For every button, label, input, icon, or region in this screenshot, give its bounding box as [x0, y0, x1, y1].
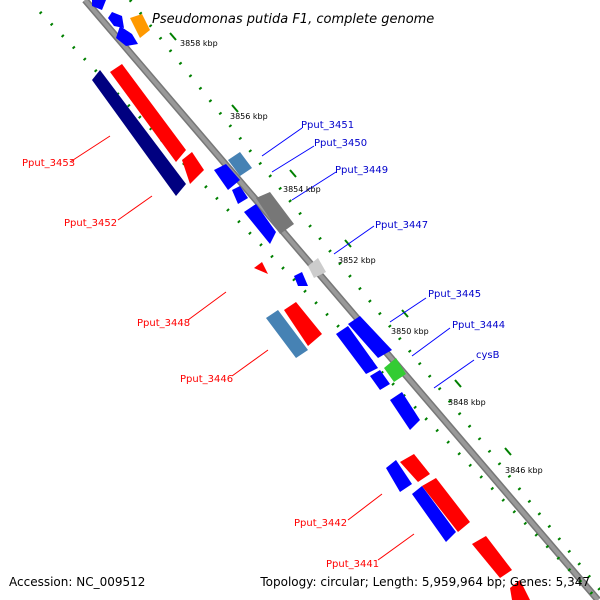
- gene-label-pput-3450[interactable]: Pput_3450: [314, 138, 367, 149]
- gene-arrow-pput-3451[interactable]: [228, 152, 252, 176]
- gene-arrow[interactable]: [422, 478, 470, 532]
- gene-arrow-pput-3453[interactable]: [92, 70, 186, 196]
- gene-arrow-pput-3446[interactable]: [266, 310, 308, 358]
- scale-label-3850: 3850 kbp: [391, 327, 429, 336]
- accession-text: Accession: NC_009512: [9, 575, 145, 589]
- label-connector: [69, 135, 111, 163]
- gene-arrow-pput-3445[interactable]: [348, 316, 392, 358]
- gene-label-pput-3452[interactable]: Pput_3452: [64, 218, 117, 229]
- gene-label-pput-3447[interactable]: Pput_3447: [375, 220, 428, 231]
- label-connector: [433, 359, 475, 389]
- gene-label-pput-3445[interactable]: Pput_3445: [428, 289, 481, 300]
- gene-arrow[interactable]: [390, 392, 420, 430]
- gene-label-pput-3441[interactable]: Pput_3441: [326, 559, 379, 570]
- scale-tick: [169, 32, 177, 41]
- gene-arrow[interactable]: [182, 152, 204, 184]
- scale-label-3856: 3856 kbp: [230, 112, 268, 121]
- gene-arrow[interactable]: [284, 302, 322, 346]
- label-connector: [333, 225, 375, 255]
- gene-arrow[interactable]: [244, 204, 276, 244]
- scale-label-3846: 3846 kbp: [505, 466, 543, 475]
- label-connector: [231, 349, 269, 377]
- scale-label-3858: 3858 kbp: [180, 39, 218, 48]
- scale-tick: [289, 169, 297, 178]
- scale-tick: [401, 309, 409, 318]
- scale-tick: [231, 104, 239, 113]
- gene-arrow-pput-3441[interactable]: [412, 486, 456, 542]
- gene-arrow[interactable]: [294, 272, 308, 286]
- scale-label-3852: 3852 kbp: [338, 256, 376, 265]
- gene-label-pput-3451[interactable]: Pput_3451: [301, 120, 354, 131]
- label-connector: [411, 327, 451, 357]
- label-connector: [271, 145, 315, 173]
- scale-tick: [344, 239, 352, 248]
- genome-title: Pseudomonas putida F1, complete genome: [152, 12, 434, 27]
- inner-tick-ring: [38, 10, 600, 600]
- gene-arrow[interactable]: [130, 14, 150, 38]
- label-connector: [377, 533, 415, 561]
- gene-arrow-pput-3444[interactable]: [336, 326, 378, 374]
- gene-arrow[interactable]: [116, 26, 138, 46]
- gene-arrow[interactable]: [232, 186, 248, 204]
- gene-arrow-pput-3452-red[interactable]: [110, 64, 186, 162]
- gene-label-pput-3446[interactable]: Pput_3446: [180, 374, 233, 385]
- outer-tick-ring: [128, 0, 600, 591]
- scale-tick: [504, 447, 512, 456]
- gene-label-pput-3442[interactable]: Pput_3442: [294, 518, 347, 529]
- gene-label-pput-3449[interactable]: Pput_3449: [335, 165, 388, 176]
- gene-label-pput-3448[interactable]: Pput_3448: [137, 318, 190, 329]
- label-connector: [261, 127, 303, 157]
- gene-arrow[interactable]: [92, 0, 106, 10]
- gene-arrow[interactable]: [400, 454, 430, 482]
- gene-label-cysb[interactable]: cysB: [476, 350, 500, 361]
- scale-label-3848: 3848 kbp: [448, 398, 486, 407]
- gene-arrow[interactable]: [472, 536, 512, 578]
- scale-label-3854: 3854 kbp: [283, 185, 321, 194]
- gene-label-pput-3453[interactable]: Pput_3453: [22, 158, 75, 169]
- genome-backbone-inner: [83, 0, 600, 600]
- gene-arrow-pput-3449[interactable]: [256, 192, 294, 234]
- gene-arrow[interactable]: [370, 370, 390, 390]
- gene-arrow-pput-3447[interactable]: [308, 258, 326, 278]
- gene-arrow-cysb[interactable]: [384, 358, 406, 382]
- label-connector: [291, 171, 337, 201]
- label-connector: [187, 291, 227, 321]
- gene-arrow-pput-3442[interactable]: [386, 460, 412, 492]
- gene-arrow[interactable]: [510, 580, 530, 600]
- gene-label-pput-3444[interactable]: Pput_3444: [452, 320, 505, 331]
- label-connector: [347, 493, 383, 521]
- gene-arrow-pput-3448[interactable]: [254, 262, 268, 274]
- topology-text: Topology: circular; Length: 5,959,964 bp…: [259, 575, 590, 589]
- gene-arrow-pput-3450[interactable]: [214, 164, 240, 190]
- label-connector: [117, 195, 153, 221]
- label-connector: [389, 297, 427, 323]
- gene-arrow[interactable]: [108, 12, 124, 28]
- scale-tick: [454, 379, 462, 388]
